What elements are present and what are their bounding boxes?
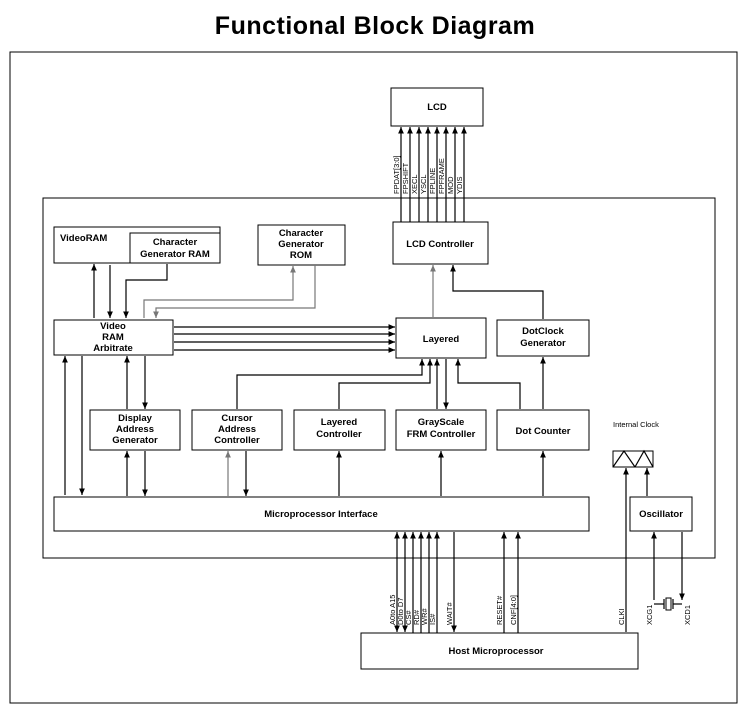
host-microprocessor-block: Host Microprocessor [360, 632, 639, 670]
cursor-addr-label-3: Controller [214, 435, 260, 446]
grayscale-label-1: GrayScale [418, 417, 464, 428]
layered-controller-block: Layered Controller [293, 409, 386, 451]
signal-fpdat: FPDAT[3:0] [392, 155, 401, 194]
layered-ctrl-label-1: Layered [321, 417, 358, 428]
char-gen-rom-label-2: Generator [278, 239, 324, 250]
cursor-addr-label-2: Address [218, 424, 256, 435]
lcd-block: LCD [390, 87, 484, 127]
videoram-label: VideoRAM [60, 233, 107, 244]
signal-fpline: FPLINE [428, 168, 437, 194]
char-gen-ram-label-2: Generator RAM [140, 249, 210, 260]
lcd-controller-label: LCD Controller [406, 239, 474, 250]
signal-yscl: YSCL [419, 174, 428, 194]
arbitrate-label-2: RAM [102, 332, 124, 343]
video-ram-arbitrate-block: Video RAM Arbitrate [53, 319, 174, 356]
char-gen-ram-label-1: Character [153, 237, 198, 248]
display-addr-label-3: Generator [112, 435, 158, 446]
lcd-label: LCD [427, 102, 447, 113]
char-gen-ram-block: Character Generator RAM [129, 232, 221, 264]
microprocessor-interface-block: Microprocessor Interface [53, 496, 590, 532]
host-mpu-label: Host Microprocessor [448, 646, 543, 657]
signal-data: D0to D7 [396, 597, 405, 625]
signal-ydis: YDIS [455, 176, 464, 194]
layered-block: Layered [395, 317, 487, 359]
signal-wr: WR# [420, 608, 429, 625]
arbitrate-label-3: Arbitrate [93, 343, 133, 354]
lcd-signal-bus: FPDAT[3:0] FPSHIFT XECL YSCL FPLINE FPFR… [392, 126, 467, 222]
display-address-generator-block: Display Address Generator [89, 409, 181, 451]
grayscale-label-2: FRM Controller [407, 429, 476, 440]
host-signal-labels: A0to A15 D0to D7 CS# RD# WR# IS# WAIT# R… [388, 595, 692, 625]
signal-xcd1: XCD1 [683, 605, 692, 625]
char-gen-rom-label-3: ROM [290, 250, 312, 261]
signal-cnf: CNF[4:0] [509, 595, 518, 625]
grayscale-frm-controller-block: GrayScale FRM Controller [395, 409, 487, 451]
display-addr-label-2: Address [116, 424, 154, 435]
dot-counter-label: Dot Counter [516, 426, 571, 437]
char-gen-rom-label-1: Character [279, 228, 324, 239]
chip-boundary [42, 197, 716, 559]
oscillator-block: Oscillator [629, 496, 693, 532]
signal-wait: WAIT# [445, 602, 454, 625]
signal-address: A0to A15 [388, 595, 397, 625]
signal-fpframe: FPFRAME [437, 158, 446, 194]
mpu-interface-label: Microprocessor Interface [264, 509, 378, 520]
signal-reset: RESET# [495, 595, 504, 625]
signal-cs: CS# [404, 610, 413, 625]
lcd-controller-block: LCD Controller [392, 221, 489, 265]
diagram-title: Functional Block Diagram [214, 12, 536, 40]
oscillator-label: Oscillator [639, 509, 683, 520]
connection-lines [62, 264, 685, 633]
arbitrate-label-1: Video [100, 321, 126, 332]
signal-fpshift: FPSHIFT [401, 162, 410, 194]
display-addr-label-1: Display [118, 413, 153, 424]
char-gen-rom-block: Character Generator ROM [257, 224, 346, 266]
layered-label: Layered [423, 334, 460, 345]
cursor-address-controller-block: Cursor Address Controller [191, 409, 283, 451]
outer-frame [9, 51, 738, 704]
cursor-addr-label-1: Cursor [221, 413, 252, 424]
dotclock-label-2: Generator [520, 338, 566, 349]
signal-is: IS# [428, 613, 437, 625]
internal-clock-label: Internal Clock [613, 420, 659, 429]
signal-clki: CLKI [617, 608, 626, 625]
signal-mod: MOD [446, 176, 455, 194]
signal-xcg1: XCG1 [645, 605, 654, 625]
dot-counter-block: Dot Counter [496, 409, 590, 451]
signal-rd: RD# [412, 609, 421, 625]
dotclock-label-1: DotClock [522, 326, 564, 337]
layered-ctrl-label-2: Controller [316, 429, 362, 440]
dotclock-generator-block: DotClock Generator [496, 319, 590, 357]
signal-xecl: XECL [410, 174, 419, 194]
internal-clock: Internal Clock [612, 420, 659, 468]
